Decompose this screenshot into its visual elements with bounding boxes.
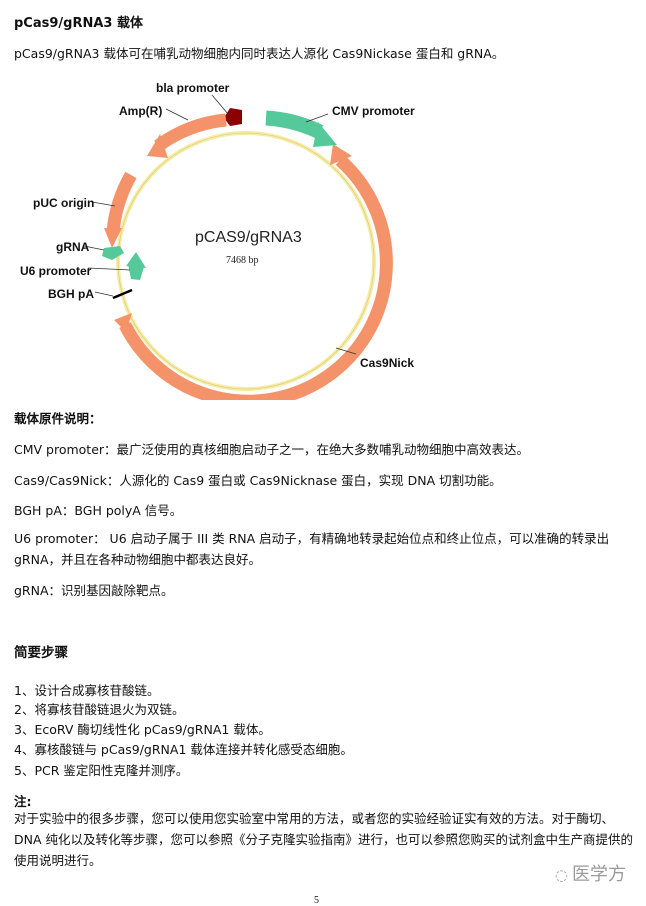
cmv-promoter-arrowhead: [313, 122, 337, 147]
cmv-promoter-label: CMV promoter: [332, 104, 415, 118]
cas9nick-arc: [119, 155, 393, 400]
bla-promoter-shape: [224, 108, 242, 126]
plasmid-map: bla promoter Amp(R) CMV promoter pUC ori…: [20, 81, 415, 400]
component-item: CMV promoter：最广泛使用的真核细胞启动子之一，在绝大多数哺乳动物细胞…: [14, 442, 530, 457]
u6-promoter-arrowhead: [126, 252, 146, 268]
component-item: Cas9/Cas9Nick：人源化的 Cas9 蛋白或 Cas9Nicknase…: [14, 473, 502, 488]
page-title: pCas9/gRNA3 载体: [14, 16, 143, 31]
intro-text: pCas9/gRNA3 载体可在哺乳动物细胞内同时表达人源化 Cas9Nicka…: [14, 46, 505, 61]
component-item: U6 promoter： U6 启动子属于 III 类 RNA 启动子，有精确地…: [14, 531, 610, 567]
step-item: 2、将寡核苷酸链退火为双链。: [14, 702, 185, 717]
ampr-arc: [154, 113, 227, 152]
steps-heading: 简要步骤: [14, 645, 68, 661]
u6-promoter-label: U6 promoter: [20, 264, 92, 278]
puc-origin-arc: [106, 171, 137, 233]
step-item: 1、设计合成寡核苷酸链。: [14, 683, 160, 698]
watermark: ◌医学方: [554, 864, 626, 885]
puc-origin-arrowhead: [104, 228, 122, 248]
note-text: 对于实验中的很多步骤，您可以使用您实验室中常用的方法，或者您的实验经验证实有效的…: [14, 811, 634, 868]
bgh-pa-label: BGH pA: [48, 287, 94, 301]
wechat-icon: ◌: [554, 866, 568, 884]
cas9nick-label: Cas9Nick: [360, 356, 414, 370]
plasmid-name: pCAS9/gRNA3: [195, 229, 302, 246]
ampr-label: Amp(R): [119, 104, 162, 118]
bla-promoter-label: bla promoter: [156, 81, 230, 95]
note-heading: 注:: [14, 794, 32, 809]
component-item: gRNA：识别基因敲除靶点。: [14, 583, 174, 598]
cas9nick-arrowhead: [114, 313, 132, 332]
u6-promoter-shape: [128, 264, 144, 280]
component-item: BGH pA：BGH polyA 信号。: [14, 503, 183, 518]
grna-label: gRNA: [56, 240, 90, 254]
puc-origin-label: pUC origin: [33, 196, 94, 210]
ampr-arrowhead: [147, 134, 168, 158]
cas9nick-arrowhead: [330, 144, 352, 165]
components-heading: 载体原件说明：: [14, 411, 102, 426]
step-item: 4、寡核酸链与 pCas9/gRNA1 载体连接并转化感受态细胞。: [14, 742, 353, 757]
step-item: 3、EcoRV 酶切线性化 pCas9/gRNA1 载体。: [14, 722, 271, 737]
plasmid-size: 7468 bp: [226, 255, 259, 266]
step-item: 5、PCR 鉴定阳性克隆并测序。: [14, 763, 189, 778]
bgh-pa-mark: [112, 288, 133, 300]
page-number: 5: [314, 895, 319, 906]
grna-shape: [102, 246, 124, 260]
